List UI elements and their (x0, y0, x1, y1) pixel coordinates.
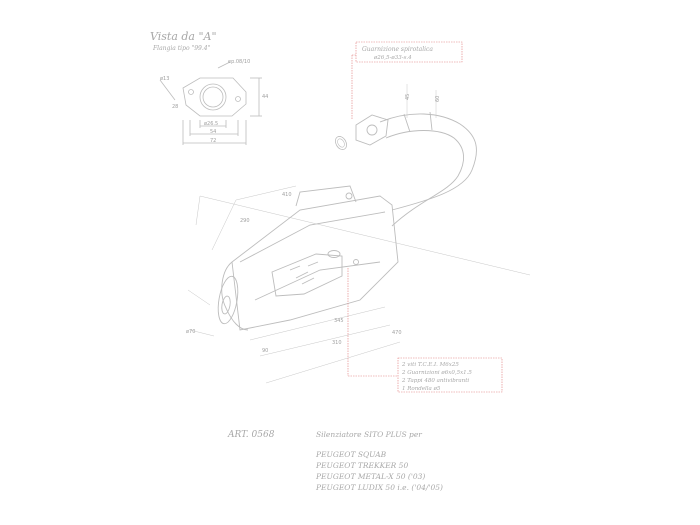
dim-290: 290 (240, 218, 250, 224)
view-subtitle: Flangia tipo "99.4" (152, 45, 211, 52)
silencer-body (231, 195, 399, 331)
outlet (221, 295, 231, 315)
title-block: ART. 0568 Silenziatore SITO PLUS per PEU… (227, 430, 443, 492)
dim-45: 45 (405, 94, 411, 100)
dim-diameter: ø70 (186, 329, 195, 335)
dim-310: 310 (332, 340, 342, 346)
article-number: ART. 0568 (227, 430, 275, 440)
bolt (353, 259, 359, 265)
dim-345: 345 (334, 318, 344, 324)
header-flange (355, 114, 389, 146)
badge (327, 250, 341, 258)
model-2: PEUGEOT TREKKER 50 (315, 461, 408, 470)
parts-callout: 2 viti T.C.E.I. M6x25 2 Guarnizioni ø6x0… (347, 268, 503, 393)
dim-bore: ø26.5 (204, 121, 218, 127)
view-title: Vista da "A" (150, 30, 217, 43)
model-3: PEUGEOT METAL-X 50 ('03) (315, 472, 425, 481)
end-cap (217, 275, 239, 325)
dim-410: 410 (282, 192, 292, 198)
dim-thickness: ep.08/10 (228, 59, 250, 65)
exhaust-drawing (217, 111, 477, 331)
dim-470: 470 (392, 330, 402, 336)
dimension-lines (187, 84, 531, 384)
dim-height: 44 (262, 94, 268, 100)
dim-60: 60 (435, 96, 441, 102)
dim-width-outer: 72 (210, 138, 216, 144)
dim-offset: 28 (172, 104, 178, 110)
gasket-label: Guarnizione spirotalica (362, 46, 433, 53)
gasket-callout: Guarnizione spirotalica ø26,5-ø33-s.4 (335, 41, 463, 150)
gasket-ring (335, 136, 347, 150)
mount-bracket (295, 185, 357, 207)
flange-view: Vista da "A" Flangia tipo "99.4" ep.08/1… (150, 30, 268, 145)
product-description: Silenziatore SITO PLUS per (316, 430, 422, 439)
parts-item-1: 2 viti T.C.E.I. M6x25 (401, 362, 459, 368)
header-pipe (379, 113, 477, 211)
parts-item-3: 2 Tappi 480 antivibranti (401, 378, 469, 384)
dim-90: 90 (262, 348, 268, 354)
model-4: PEUGEOT LUDIX 50 i.e. ('04/'05) (315, 483, 443, 492)
flange-shape (159, 61, 262, 145)
logo-plate (271, 253, 343, 297)
dim-hole: ø13 (160, 76, 169, 82)
dim-width-inner: 54 (210, 129, 216, 135)
parts-item-4: 1 Rondella ø5 (402, 386, 441, 392)
parts-item-2: 2 Guarnizioni ø6x0,5x1.5 (401, 370, 472, 376)
gasket-spec: ø26,5-ø33-s.4 (373, 55, 412, 61)
model-1: PEUGEOT SQUAB (315, 450, 387, 459)
